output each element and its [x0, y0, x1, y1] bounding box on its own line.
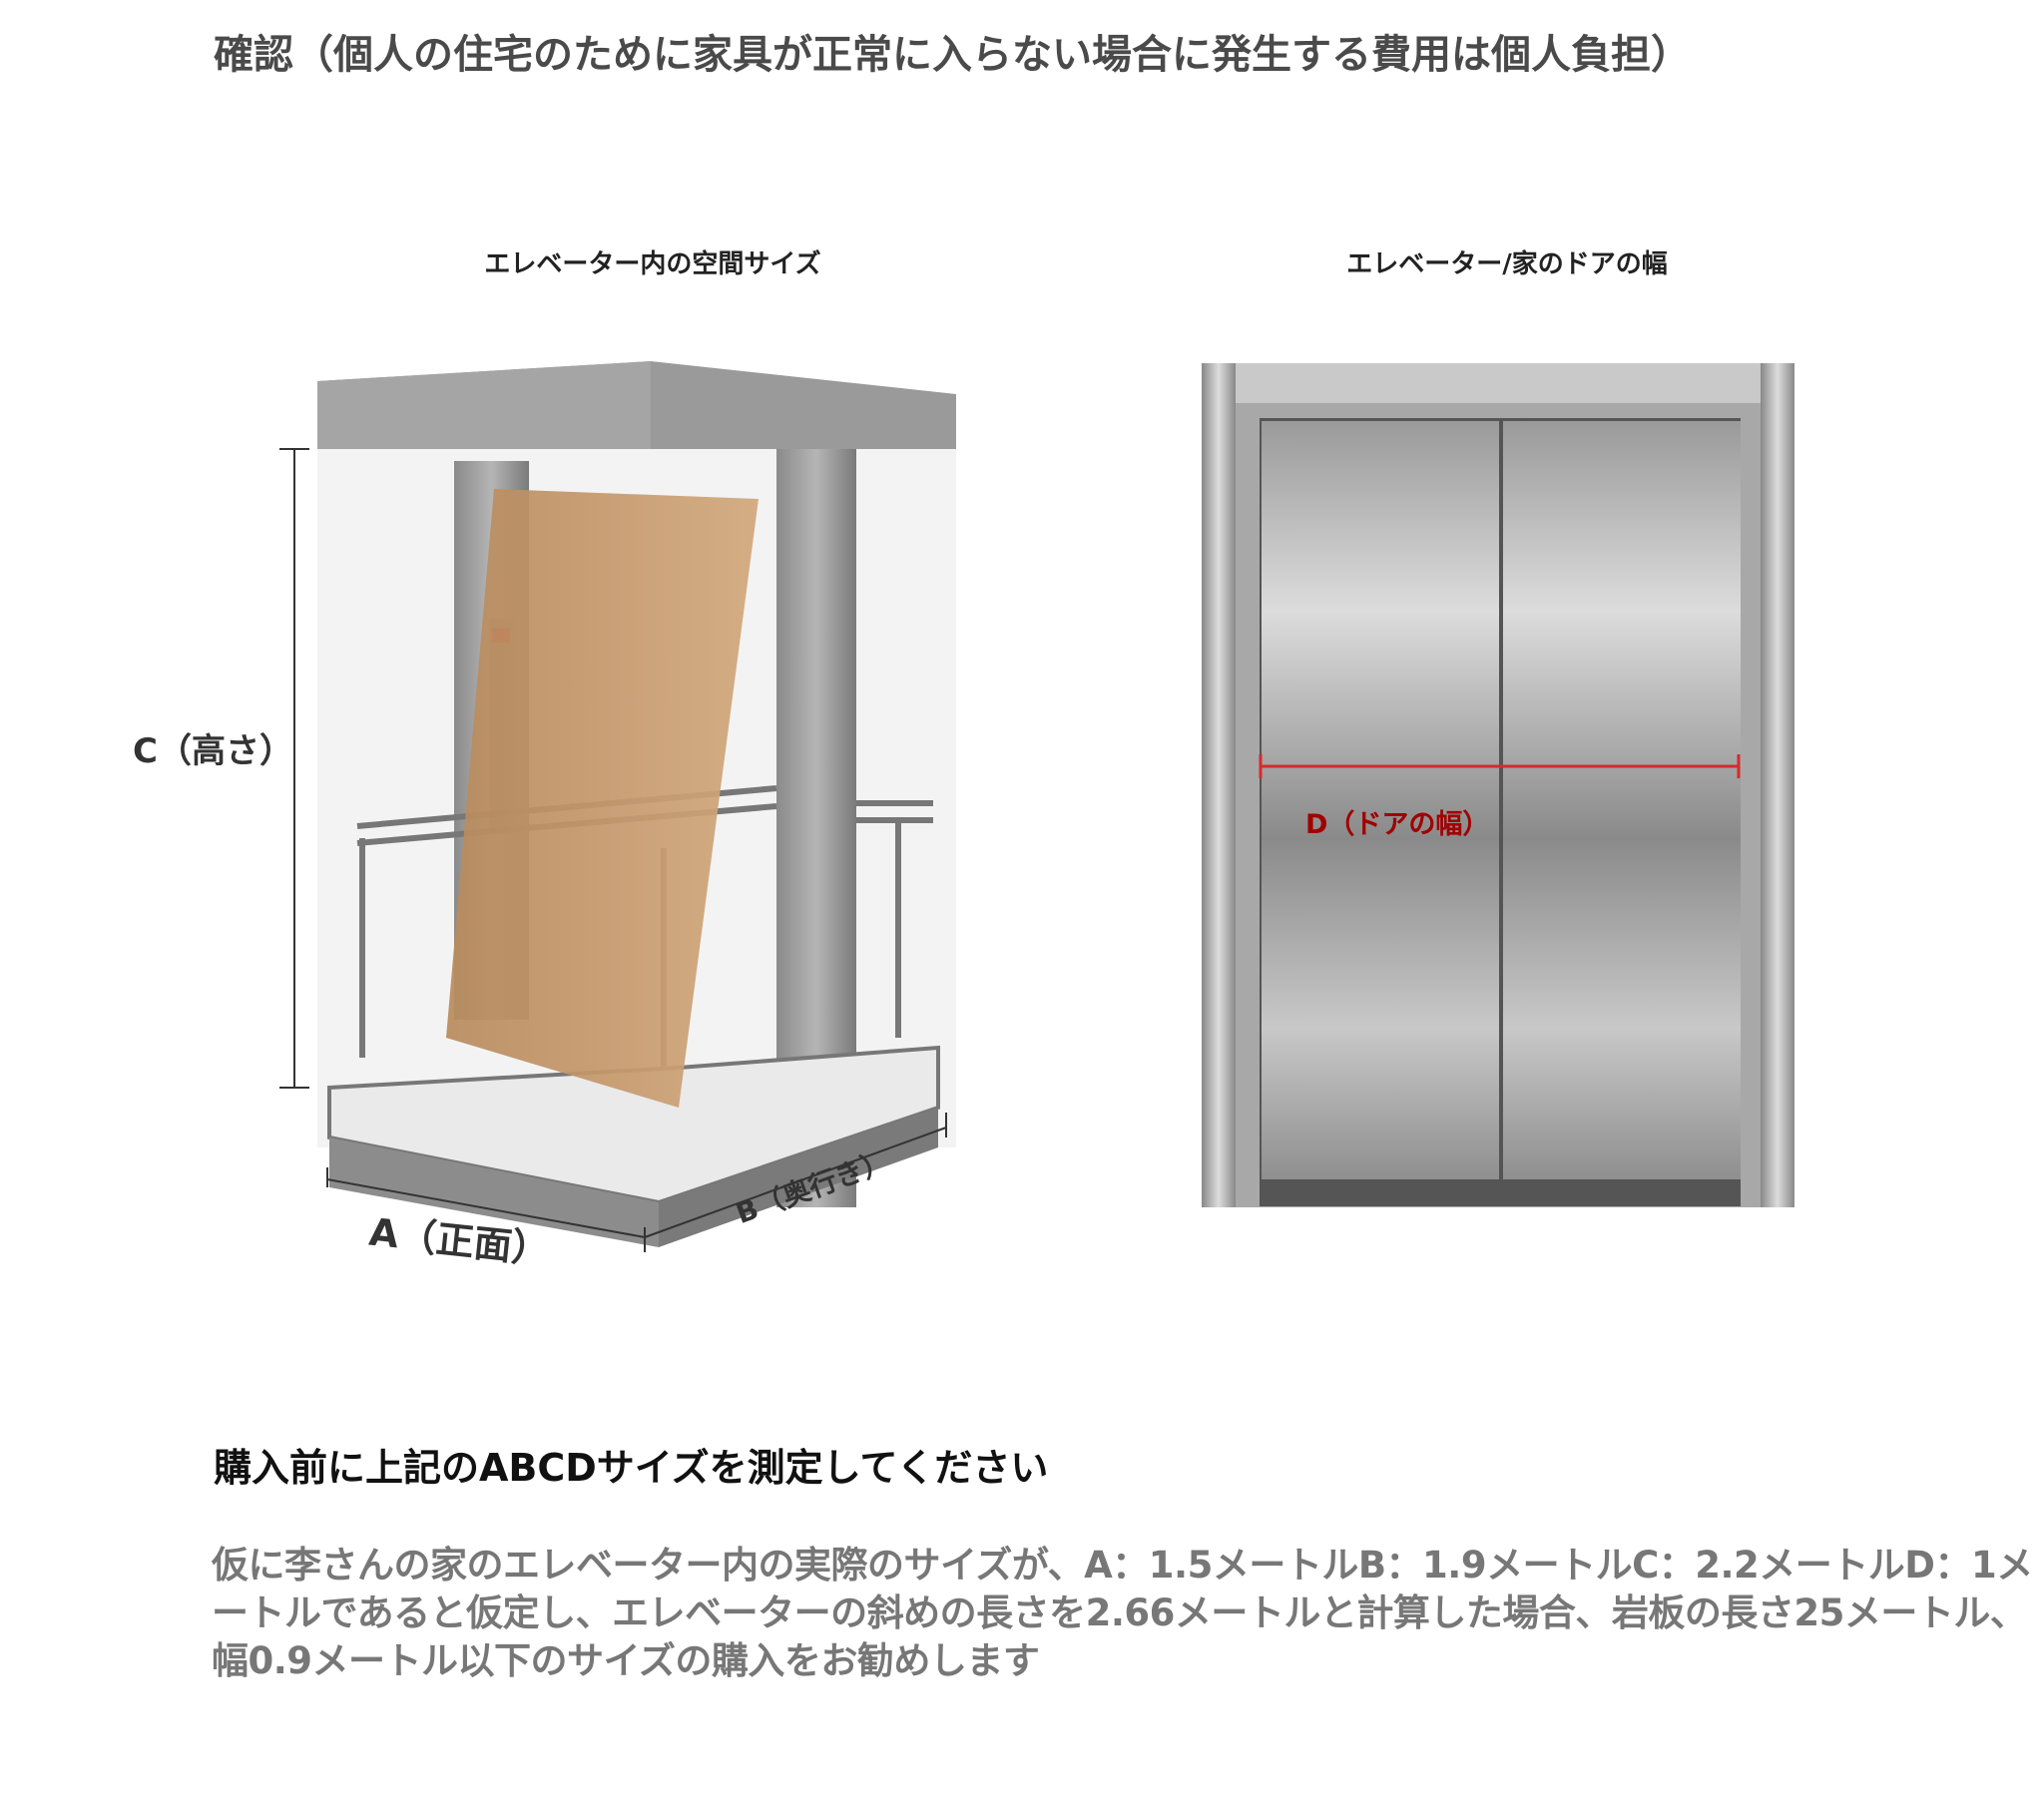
elevator-door-illustration — [1202, 363, 1794, 1207]
label-c-height: C（高さ） — [133, 731, 293, 771]
door-width-heading: エレベーター/家のドアの幅 — [1346, 249, 1668, 279]
label-d-door-width: D（ドアの幅） — [1305, 809, 1490, 840]
page-title: 確認（個人の住宅のために家具が正常に入らない場合に発生する費用は個人負担） — [214, 32, 1691, 78]
example-text: 仮に李さんの家のエレベーター内の実際のサイズが、A：1.5メートルB：1.9メー… — [212, 1544, 2033, 1682]
elevator-cabin-illustration — [279, 361, 956, 1252]
elevator-interior-heading: エレベーター内の空間サイズ — [484, 249, 821, 279]
instruction-heading: 購入前に上記のABCDサイズを測定してください — [214, 1446, 1049, 1490]
